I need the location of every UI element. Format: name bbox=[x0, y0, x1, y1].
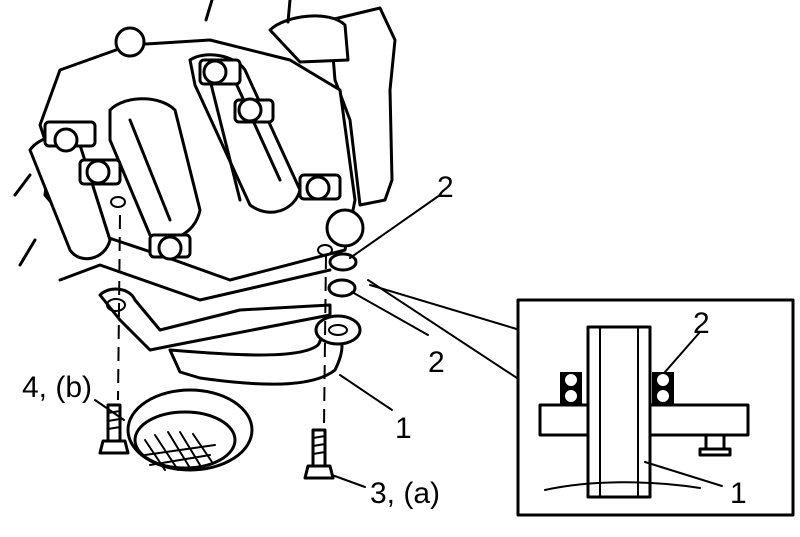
callout-o-ring-lower: 2 bbox=[428, 346, 445, 379]
bracket-bolt-centerline bbox=[117, 214, 121, 401]
callout-o-ring-upper: 2 bbox=[437, 171, 454, 204]
pipe-bolt-centerline bbox=[323, 254, 327, 426]
callout-pipe-bolt: 3, (a) bbox=[370, 477, 440, 510]
oil-strainer-assembly bbox=[98, 287, 362, 472]
inset-o-ring-icon bbox=[560, 372, 674, 404]
detail-inset bbox=[516, 298, 795, 517]
callout-bracket-bolt: 4, (b) bbox=[22, 371, 92, 404]
strainer-mesh bbox=[144, 431, 216, 471]
o-ring-lower bbox=[327, 278, 357, 298]
callout-inset-pipe: 1 bbox=[730, 477, 747, 510]
callout-strainer-pipe: 1 bbox=[395, 412, 412, 445]
engine-block bbox=[13, 0, 397, 302]
pipe-bolt-icon bbox=[303, 428, 335, 480]
callout-inset-o-ring: 2 bbox=[693, 307, 710, 340]
